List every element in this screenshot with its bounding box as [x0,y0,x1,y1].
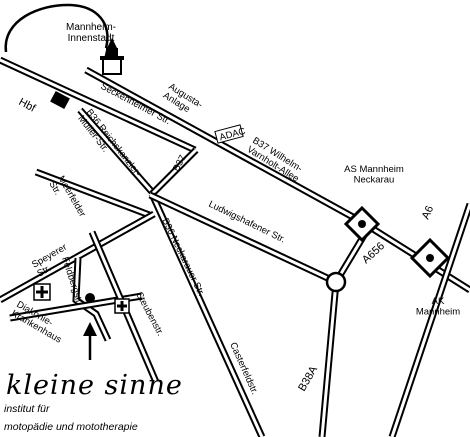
label-a6: A6 [420,204,436,221]
label-a656: A656 [360,240,387,266]
hospital-icon [33,283,51,301]
label-diakonie: Diakonie-Krankenhaus [9,299,68,346]
water-tower-icon [100,38,124,75]
label-neckarauer: B36 Neckarauer Str. [159,216,206,298]
interchange-ak-mannheim [409,237,451,279]
logo-line2: motopädie und mototherapie [4,421,138,433]
logo-line1: institut für [4,403,50,415]
label-b38a: B38A [296,364,320,394]
label-steuben: Steubenstr. [133,290,165,338]
roundabout [325,271,347,293]
adac-badge: ADAC [214,124,247,144]
building-icon [114,298,130,314]
hbf-marker [50,90,70,110]
label-innenstadt: Mannheim-Innenstadt [66,22,116,44]
label-meerfeld: MeerfelderStr. [46,174,87,224]
label-hbf: Hbf [17,96,39,115]
road-network [0,56,470,437]
label-adac: ADAC [218,126,246,143]
innenstadt-ring [4,3,109,53]
destination-marker-icon [83,293,97,360]
interchange-neckarau [343,205,381,243]
logo-name: kleine sinne [6,370,183,401]
